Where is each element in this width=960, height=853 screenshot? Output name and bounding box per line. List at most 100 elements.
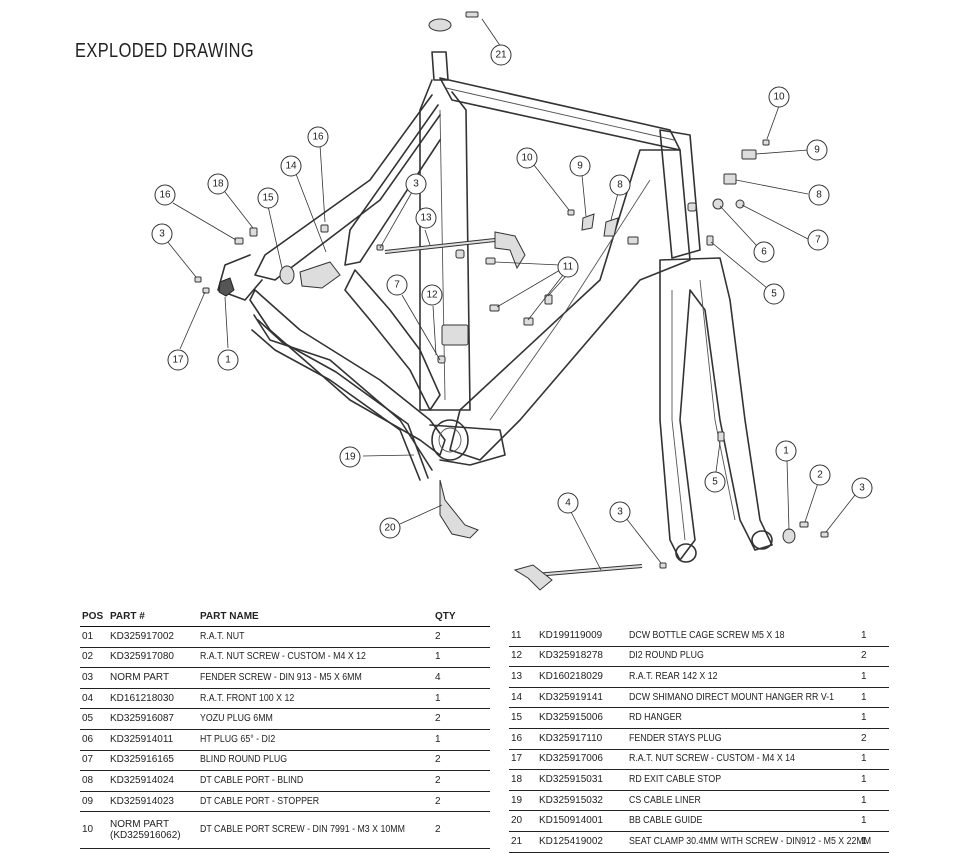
cell-pos: 01: [82, 630, 94, 642]
callout-circle: [557, 492, 579, 514]
leader-lines: [166, 18, 856, 571]
callout-circle: [775, 440, 797, 462]
callout-10: 10: [516, 147, 538, 169]
cell-name: DT CABLE PORT SCREW - DIN 7991 - M3 X 10…: [200, 824, 405, 836]
callout-11: 11: [557, 256, 579, 278]
exploded-frame-drawing: 2110987651614181516317131310981112719204…: [151, 11, 873, 591]
cell-name: DCW BOTTLE CAGE SCREW M5 X 18: [629, 629, 785, 641]
callout-7: 7: [807, 229, 829, 251]
callout-1: 1: [217, 349, 239, 371]
callout-8: 8: [609, 174, 631, 196]
callout-1: 1: [775, 440, 797, 462]
callout-label: 11: [563, 262, 574, 273]
cell-part: KD325914024: [110, 774, 174, 786]
cell-qty: 2: [435, 774, 441, 786]
callout-18: 18: [207, 173, 229, 195]
cell-qty: 1: [861, 670, 867, 682]
cell-qty: 1: [861, 815, 867, 827]
callout-4: 4: [557, 492, 579, 514]
callout-13: 13: [415, 207, 437, 229]
cell-part: KD325919141: [539, 691, 603, 703]
cell-qty: 2: [861, 650, 867, 662]
cell-qty: 2: [435, 630, 441, 642]
cell-pos: 18: [511, 773, 523, 785]
callout-label: 3: [859, 483, 865, 494]
callout-3: 3: [609, 501, 631, 523]
callout-circle: [851, 477, 873, 499]
callout-circle: [151, 223, 173, 245]
cell-part: KD325915032: [539, 794, 603, 806]
cell-part: KD325915006: [539, 712, 603, 724]
cell-pos: 07: [82, 754, 94, 766]
cell-part: NORM PART(KD325916062): [110, 812, 181, 848]
callout-14: 14: [280, 155, 302, 177]
left-margin: [0, 0, 67, 847]
table-row: 10 NORM PART(KD325916062) DT CABLE PORT SC…: [80, 812, 490, 850]
callout-16: 16: [307, 126, 329, 148]
callout-circle: [257, 187, 279, 209]
callout-label: 7: [394, 280, 400, 291]
cell-qty: 1: [861, 691, 867, 703]
callout-label: 5: [712, 477, 718, 488]
cell-pos: 10: [82, 824, 94, 836]
cell-part: KD325915031: [539, 773, 603, 785]
callout-label: 10: [521, 153, 533, 164]
cell-pos: 20: [511, 815, 523, 827]
cell-qty: 2: [435, 824, 441, 836]
callout-7: 7: [386, 274, 408, 296]
cell-qty: 1: [435, 692, 441, 704]
callout-circle: [808, 184, 830, 206]
cell-qty: 1: [435, 733, 441, 745]
callout-circle: [217, 349, 239, 371]
callout-label: 8: [816, 190, 822, 201]
callout-circle: [307, 126, 329, 148]
callout-circle: [280, 155, 302, 177]
callout-5: 5: [704, 471, 726, 493]
callout-circle: [806, 139, 828, 161]
cell-part-line2: (KD325916062): [110, 830, 181, 842]
header-name: PART NAME: [200, 611, 259, 622]
cell-part-line1: NORM PART: [110, 818, 170, 830]
cell-name: DCW SHIMANO DIRECT MOUNT HANGER RR V-1: [629, 691, 835, 703]
table-header-row: POS PART # PART NAME QTY: [80, 608, 490, 627]
callout-circle: [415, 207, 437, 229]
callout-16: 16: [154, 184, 176, 206]
cell-pos: 03: [82, 671, 94, 683]
callout-circle: [490, 44, 512, 66]
cell-part: KD160218029: [539, 670, 603, 682]
callout-label: 16: [159, 190, 171, 201]
callout-label: 19: [344, 452, 356, 463]
cell-part: KD325917110: [539, 732, 603, 744]
cell-part: KD325917002: [110, 630, 174, 642]
frame-parts: [194, 11, 829, 591]
bike-frame: [217, 51, 773, 563]
cell-pos: 02: [82, 651, 94, 663]
callout-circle: [207, 173, 229, 195]
callout-19: 19: [339, 446, 361, 468]
callout-3: 3: [405, 173, 427, 195]
cell-qty: 4: [435, 671, 441, 683]
callout-3: 3: [851, 477, 873, 499]
cell-qty: 1: [861, 773, 867, 785]
cell-name: FENDER STAYS PLUG: [629, 732, 722, 744]
callout-circle: [421, 284, 443, 306]
cell-qty: 1: [861, 753, 867, 765]
callout-circle: [405, 173, 427, 195]
cell-name: R.A.T. REAR 142 X 12: [629, 670, 718, 682]
callout-label: 1: [225, 355, 231, 366]
callout-circle: [386, 274, 408, 296]
cell-part: KD325917006: [539, 753, 603, 765]
cell-pos: 04: [82, 692, 94, 704]
